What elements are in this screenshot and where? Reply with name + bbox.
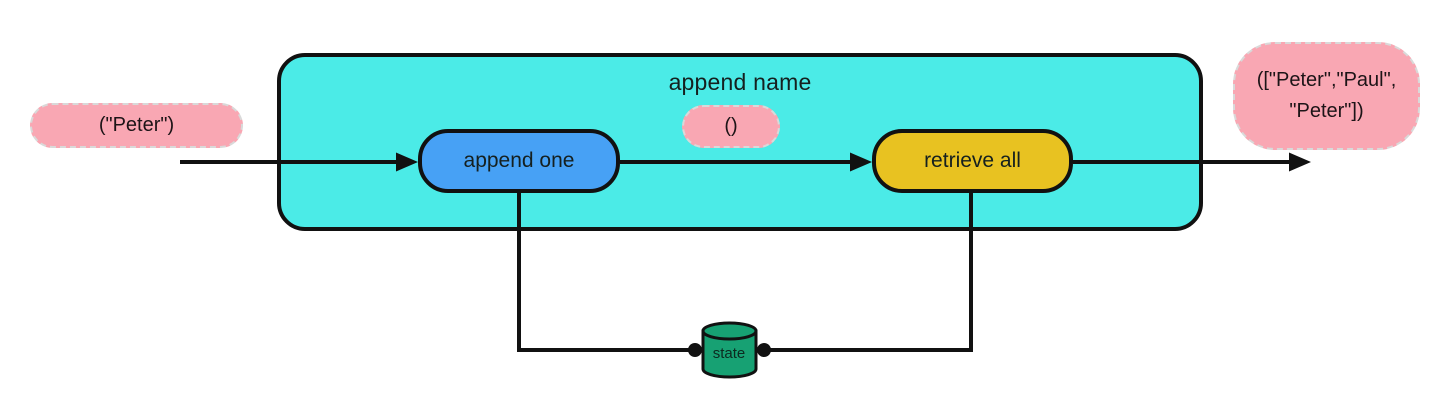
cylinder-top [701,321,758,341]
node-append-one-label: append one [463,149,575,172]
output-arrowhead-icon [1289,152,1311,172]
output-result-line1: (["Peter","Paul", [1256,69,1397,91]
output-result-pill: (["Peter","Paul", "Peter"]) [1233,42,1420,150]
cylinder-body [701,329,758,379]
node-retrieve-all-label: retrieve all [924,149,1021,172]
input-args-text: ("Peter") [98,114,175,136]
node-retrieve-all: retrieve all [872,129,1073,193]
state-left-connector-dot [688,343,702,357]
intermediate-args-pill: () [682,105,780,148]
input-args-pill: ("Peter") [30,103,243,148]
workflow-title: append name [668,69,812,95]
output-result-line2: "Peter"]) [1289,100,1364,122]
state-label: state [713,345,746,362]
node-append-one: append one [418,129,620,193]
intermediate-args-text: () [724,115,738,137]
state-right-connector-dot [757,343,771,357]
state-database-icon: state [701,321,758,379]
